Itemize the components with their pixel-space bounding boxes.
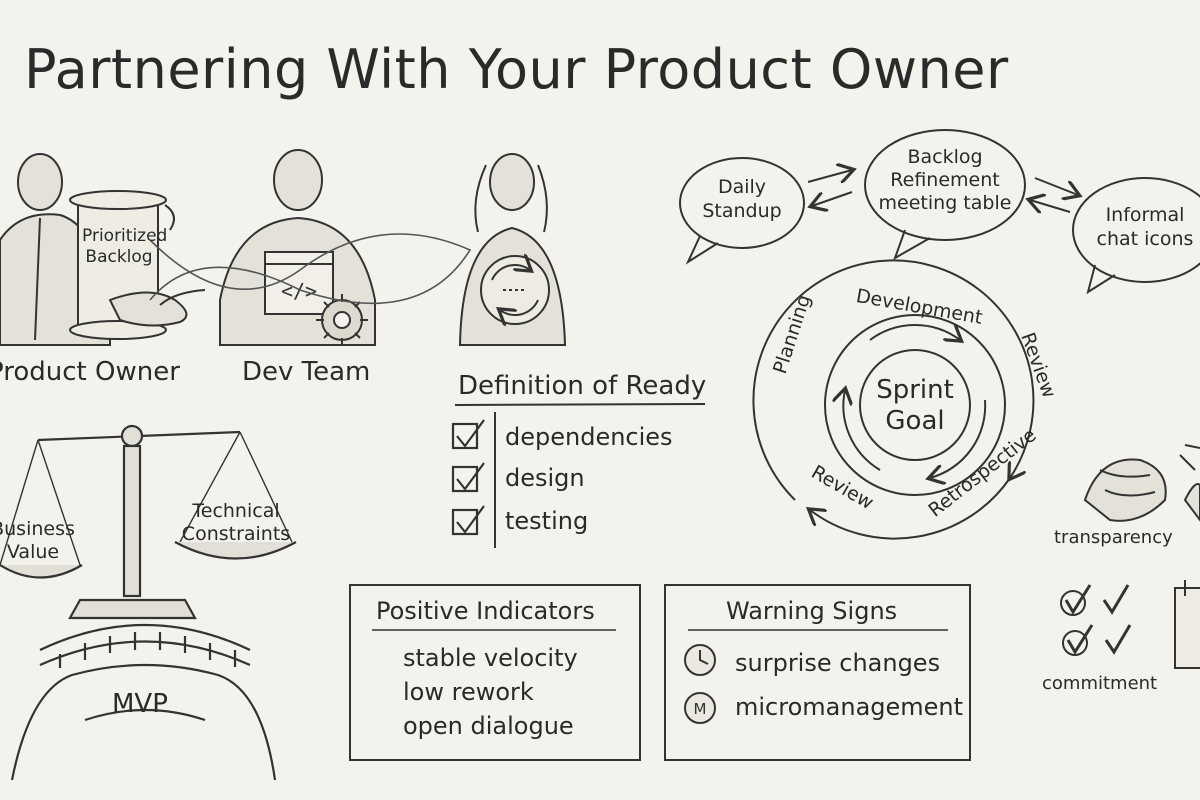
commitment-checks bbox=[1060, 584, 1132, 656]
technical-constraints-label: Technical Constraints bbox=[181, 500, 291, 545]
positive-indicator-item: stable velocity bbox=[403, 644, 578, 672]
dor-heading: Definition of Ready bbox=[458, 371, 707, 401]
transparency-label: transparency bbox=[1054, 527, 1173, 548]
handshake-icon bbox=[108, 289, 206, 327]
calendar-icon bbox=[1174, 580, 1200, 669]
svg-text:</>: </> bbox=[281, 279, 317, 303]
clasped-hands-icon bbox=[1083, 444, 1200, 522]
meeting-arrows bbox=[808, 170, 1078, 212]
svg-text:M: M bbox=[694, 700, 707, 718]
daily-standup-label: Daily Standup bbox=[702, 176, 782, 222]
dor-item: design bbox=[505, 464, 585, 492]
informal-chat-bubble bbox=[1072, 177, 1200, 295]
scroll-label: Prioritized Backlog bbox=[82, 226, 168, 268]
daily-standup-bubble bbox=[679, 157, 805, 265]
positive-indicators-heading: Positive Indicators bbox=[376, 597, 595, 625]
balance-scale-icon bbox=[0, 424, 297, 620]
backlog-refinement-label: Backlog Refinement meeting table bbox=[878, 146, 1012, 215]
dev-team-label: Dev Team bbox=[242, 357, 371, 387]
mvp-label: MVP bbox=[112, 689, 168, 719]
checkbox-icon bbox=[451, 419, 485, 536]
sprint-goal-label: Sprint Goal bbox=[876, 375, 954, 437]
cycle-globe-icon bbox=[480, 256, 550, 324]
dor-underline bbox=[454, 403, 706, 406]
commitment-label: commitment bbox=[1042, 673, 1158, 694]
dor-item: testing bbox=[505, 507, 589, 535]
business-value-label: Business Value bbox=[0, 518, 75, 563]
infinity-ribbon bbox=[149, 233, 472, 305]
positive-indicators-box bbox=[349, 584, 641, 761]
informal-chat-label: Informal chat icons bbox=[1096, 204, 1194, 250]
warning-signs-box bbox=[664, 584, 971, 761]
micromanagement-icon: M bbox=[684, 692, 716, 724]
warning-sign-item: surprise changes bbox=[735, 649, 941, 677]
page-title: Partnering With Your Product Owner bbox=[24, 38, 1009, 101]
gear-icon bbox=[316, 294, 368, 346]
dor-item: dependencies bbox=[505, 423, 673, 451]
backlog-refinement-bubble bbox=[864, 129, 1026, 261]
bridge-icon bbox=[10, 623, 277, 781]
warning-sign-item: micromanagement bbox=[735, 693, 964, 721]
positive-indicator-item: open dialogue bbox=[403, 712, 574, 740]
sprint-cycle-diagram bbox=[752, 259, 1035, 540]
clock-icon bbox=[684, 644, 716, 676]
product-owner-label: Product Owner bbox=[0, 357, 180, 387]
positive-indicator-item: low rework bbox=[403, 678, 534, 706]
warning-signs-heading: Warning Signs bbox=[726, 597, 898, 625]
